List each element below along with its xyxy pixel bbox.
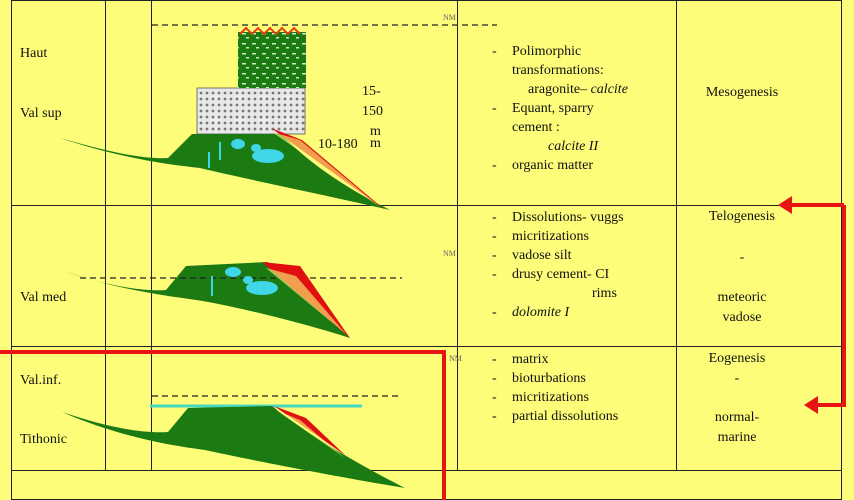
process-list-telogenesis: Dissolutions- vuggs micritizations vados… bbox=[488, 208, 624, 322]
arrowhead-top bbox=[778, 196, 792, 214]
list-item: organic matter bbox=[488, 156, 628, 175]
diagenesis-normal: normal- bbox=[714, 410, 760, 425]
diagenesis-mesogenesis: Mesogenesis bbox=[705, 85, 779, 100]
list-item: Equant, sparry bbox=[488, 99, 628, 118]
stage-val-sup: Val sup bbox=[20, 106, 62, 121]
thickness-label: 10-180 bbox=[318, 137, 358, 152]
platform-body bbox=[62, 262, 350, 338]
list-item: Dissolutions- vuggs bbox=[488, 208, 624, 227]
list-item: cement : bbox=[512, 120, 560, 135]
cavity bbox=[251, 144, 261, 152]
thickness-label: m bbox=[370, 124, 381, 139]
highlight-frame bbox=[0, 350, 446, 500]
cavity bbox=[243, 276, 253, 284]
stage-tithonic: Tithonic bbox=[20, 432, 67, 447]
nm-label: NM bbox=[449, 354, 462, 363]
list-item: rims bbox=[592, 286, 617, 301]
reef-crest bbox=[239, 26, 301, 36]
thickness-label: 15- bbox=[362, 84, 381, 99]
platform-diagram-eogenesis bbox=[62, 395, 405, 488]
diagenesis-telogenesis: Telogenesis bbox=[709, 209, 775, 224]
white-wedge bbox=[276, 410, 345, 458]
white-wedge bbox=[266, 268, 346, 334]
reef-cap bbox=[238, 32, 306, 88]
platform-diagram-mesogenesis bbox=[60, 24, 497, 210]
list-item: vadose silt bbox=[488, 246, 624, 265]
list-item: drusy cement- CI bbox=[488, 265, 624, 284]
stage-val-inf: Val.inf. bbox=[20, 373, 62, 388]
diagenesis-dash: - bbox=[734, 371, 740, 386]
list-item: calcite II bbox=[548, 139, 599, 154]
thickness-label: 150 bbox=[362, 104, 383, 119]
cavity bbox=[246, 281, 278, 295]
list-item: dolomite I bbox=[488, 303, 624, 322]
platform-body bbox=[62, 406, 405, 488]
platform-body bbox=[60, 134, 390, 210]
list-item: aragonite– calcite bbox=[528, 82, 628, 97]
cavity bbox=[225, 267, 241, 277]
diagenesis-marine: marine bbox=[717, 430, 757, 445]
diagenesis-vadose: vadose bbox=[722, 310, 762, 325]
list-item: transformations: bbox=[512, 63, 604, 78]
process-list-mesogenesis: Polimorphic transformations: aragonite– … bbox=[488, 42, 628, 175]
list-item: micritizations bbox=[488, 388, 618, 407]
process-list-eogenesis: matrix bioturbations micritizations part… bbox=[488, 350, 618, 426]
thickness-label: m bbox=[370, 136, 381, 151]
nm-label: NM bbox=[443, 249, 456, 258]
telogenesis-eogenesis-arrow bbox=[790, 203, 846, 407]
diagenesis-dash: - bbox=[739, 250, 745, 265]
stage-haut: Haut bbox=[20, 46, 48, 61]
white-wedge bbox=[272, 132, 380, 207]
platform-diagram-telogenesis bbox=[62, 262, 402, 338]
stage-val-med: Val med bbox=[20, 290, 67, 305]
diagenesis-eogenesis: Eogenesis bbox=[708, 351, 766, 366]
arrowhead-bottom bbox=[804, 396, 818, 414]
list-item: Polimorphic bbox=[488, 42, 628, 61]
list-item: bioturbations bbox=[488, 369, 618, 388]
diagenesis-meteoric: meteoric bbox=[717, 290, 767, 305]
cavity bbox=[231, 139, 245, 149]
nm-label: NM bbox=[443, 13, 456, 22]
list-item: matrix bbox=[488, 350, 618, 369]
list-item: partial dissolutions bbox=[488, 407, 618, 426]
list-item: micritizations bbox=[488, 227, 624, 246]
oolitic-buildup bbox=[196, 87, 306, 135]
cavity bbox=[252, 149, 284, 163]
